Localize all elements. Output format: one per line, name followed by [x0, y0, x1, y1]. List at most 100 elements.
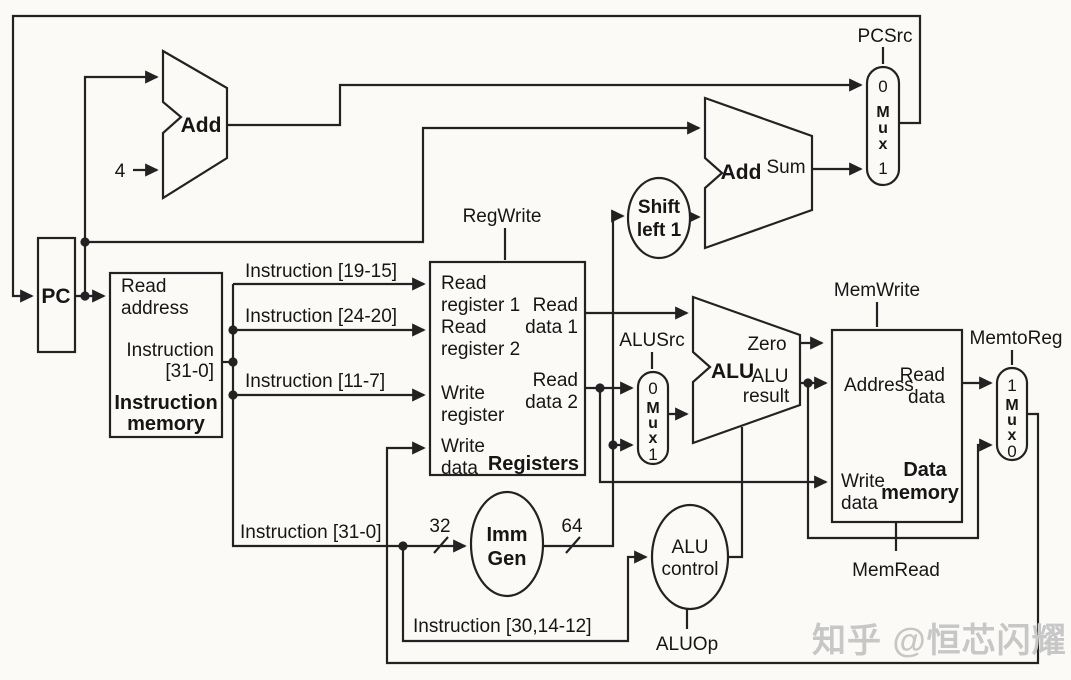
sum-label: Sum: [766, 157, 805, 178]
junctions: [80, 237, 813, 551]
memwrite-signal-label: MemWrite: [834, 280, 920, 301]
junction-dot: [228, 357, 238, 367]
alu-zero-label: Zero: [747, 334, 786, 355]
pc4-adder-shape: [161, 49, 229, 200]
alu-control-oval: [650, 503, 730, 611]
junction-dot: [228, 325, 238, 335]
instr-19-15-label: Instruction [19-15]: [245, 261, 397, 282]
wire-read-data2-to-dmem-write-data: [598, 388, 828, 489]
wire-pc-to-pc4-adder: [83, 70, 159, 296]
pcsrc-mux-in1: 1: [878, 159, 887, 178]
data-memory-box: [830, 328, 964, 524]
immgen-label-1: Imm: [486, 524, 527, 546]
alusrc-mux: [636, 370, 670, 466]
reg-read-register2-label-1: Read: [441, 317, 486, 338]
immgen-label-2: Gen: [488, 548, 527, 570]
pcsrc-signal-label: PCSrc: [858, 26, 913, 47]
imem-read-address-label-2: address: [121, 298, 189, 319]
aluop-signal-label: ALUOp: [656, 634, 718, 655]
bus-width-slash-64: [565, 536, 581, 554]
alusrc-mux-in1: 1: [648, 445, 657, 464]
memtoreg-signal-label: MemtoReg: [970, 328, 1063, 349]
reg-write-register-label-2: register: [441, 405, 505, 426]
shift-left1-label-2: left 1: [637, 220, 682, 241]
reg-write-data-label-2: data: [441, 458, 478, 479]
wire-alu-result-to-memtoreg-mux0: [806, 383, 993, 540]
registers-box: [428, 260, 587, 477]
reg-read-register1-label-1: Read: [441, 273, 486, 294]
wire-instr-30-14-12-to-alu-control: [401, 546, 648, 643]
reg-write-data-label-1: Write: [441, 436, 485, 457]
wire-writeback-to-registers: [385, 412, 1040, 665]
dmem-name-2: memory: [881, 482, 960, 504]
alusrc-mux-x: x: [649, 430, 658, 447]
reg-read-data2-label-1: Read: [533, 370, 578, 391]
pcsrc-mux-m: M: [876, 104, 889, 121]
dmem-name-1: Data: [903, 459, 947, 481]
wire-immgen-to-shift-left1: [543, 209, 625, 548]
labels: PC Read address Instruction [31-0] Instr…: [41, 26, 1067, 660]
memread-signal-label: MemRead: [852, 560, 940, 581]
reg-read-register2-label-2: register 2: [441, 339, 520, 360]
junction-dot: [228, 390, 238, 400]
pc4-adder-label: Add: [181, 114, 222, 137]
dmem-address-label: Address: [844, 375, 914, 396]
dmem-write-data-label-2: data: [841, 493, 878, 514]
instr-24-20-label: Instruction [24-20]: [245, 306, 397, 327]
alusrc-mux-m: M: [646, 400, 659, 417]
alu-shape: [691, 295, 802, 445]
branch-adder-shape: [703, 96, 814, 250]
junction-dot: [398, 541, 408, 551]
memtoreg-mux-m: M: [1005, 397, 1018, 414]
reg-read-data1-label-2: data 1: [525, 317, 578, 338]
dmem-write-data-label-1: Write: [841, 471, 885, 492]
junction-dot: [595, 383, 605, 393]
registers-name: Registers: [488, 453, 579, 475]
imm-gen-oval: [469, 490, 545, 598]
pcsrc-mux-in0: 0: [878, 77, 887, 96]
pcsrc-mux-u: u: [878, 120, 888, 137]
alu-name: ALU: [711, 360, 754, 383]
memtoreg-mux-in1: 1: [1007, 376, 1016, 395]
wire-pc-to-branch-adder: [85, 121, 701, 244]
bus-width-64-label: 64: [561, 516, 583, 537]
memtoreg-mux: [995, 366, 1029, 462]
wire-pc4-to-pcsrc-mux0: [227, 78, 863, 127]
zhihu-watermark: 知乎 @恒芯闪耀: [812, 622, 1067, 660]
imem-out-label-2: [31-0]: [165, 361, 214, 382]
wire-alu-control-to-alu: [728, 427, 744, 559]
bus-width-slash-32: [433, 536, 449, 554]
alu-control-label-2: control: [661, 559, 718, 580]
pc-box: [36, 236, 77, 354]
shift-left1-label-1: Shift: [638, 197, 681, 218]
junction-dot: [80, 237, 90, 247]
reg-write-register-label-1: Write: [441, 383, 485, 404]
junction-dot: [80, 291, 90, 301]
constant-4-label: 4: [115, 161, 126, 182]
dmem-read-data-label-1: Read: [900, 365, 945, 386]
alu-result-label-2: result: [743, 386, 790, 407]
reg-read-data1-label-1: Read: [533, 295, 578, 316]
wires: [11, 14, 1040, 665]
dmem-read-data-label-2: data: [908, 387, 945, 408]
imem-name-1: Instruction: [114, 392, 217, 414]
instruction-memory-box: [108, 271, 224, 439]
alusrc-mux-in0: 0: [648, 379, 657, 398]
imem-read-address-label-1: Read: [121, 276, 166, 297]
memtoreg-mux-in0: 0: [1007, 442, 1016, 461]
junction-dot: [803, 378, 813, 388]
imem-name-2: memory: [127, 413, 206, 435]
wire-pcsrc-mux-to-pc: [11, 14, 922, 303]
alu-control-label-1: ALU: [672, 537, 709, 558]
junction-dot: [608, 440, 618, 450]
pcsrc-mux: [865, 65, 901, 187]
shapes: [36, 49, 1029, 611]
reg-read-register1-label-2: register 1: [441, 295, 520, 316]
instr-11-7-label: Instruction [11-7]: [245, 371, 385, 392]
imem-out-label-1: Instruction: [126, 340, 214, 361]
memtoreg-mux-x: x: [1008, 427, 1017, 444]
alusrc-signal-label: ALUSrc: [619, 330, 684, 351]
memtoreg-mux-u: u: [1007, 412, 1017, 429]
shift-left1-oval: [626, 176, 692, 260]
